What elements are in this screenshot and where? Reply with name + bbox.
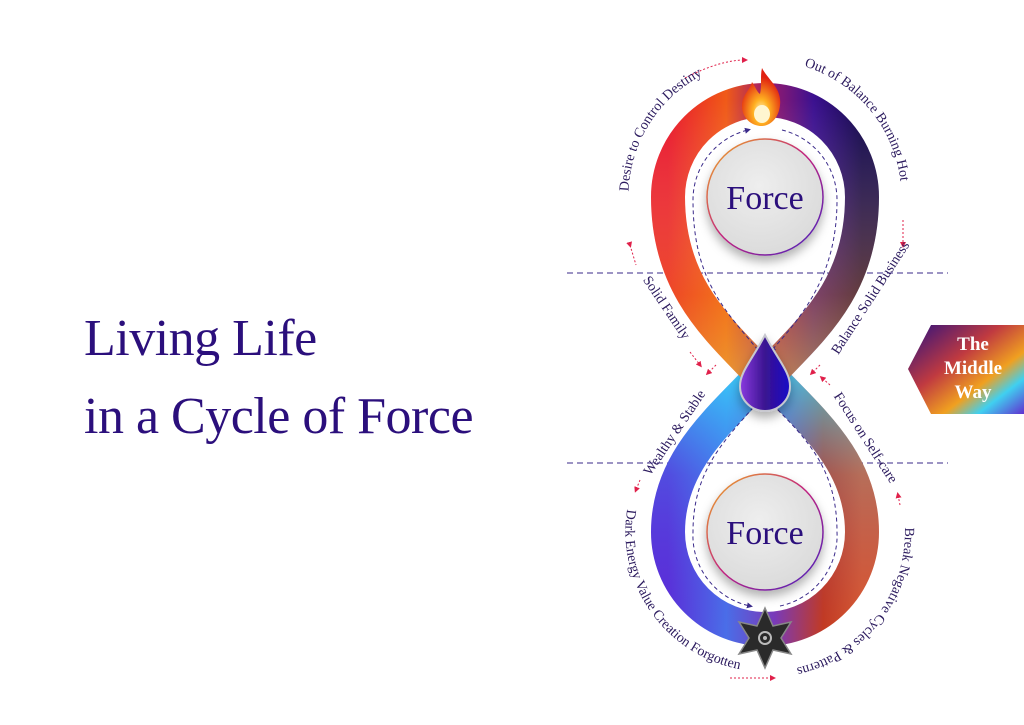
title-line-1: Living Life [84,310,317,367]
badge-line-2: Middle [944,358,1002,379]
outer-arrows [626,57,906,681]
force-label-top: Force [726,180,803,217]
shuriken-star-icon [737,606,793,670]
middle-way-badge: The Middle Way [908,325,1024,414]
water-drop-icon [738,332,792,412]
page-title: Living Life in a Cycle of Force [84,300,474,456]
badge-line-3: Way [955,382,992,403]
force-circle-bottom: Force [706,473,824,591]
flame-icon [741,68,781,126]
title-line-2: in a Cycle of Force [84,388,474,445]
badge-line-1: The [957,334,989,355]
flow-arrows [692,127,838,609]
force-circle-top: Force [706,138,824,256]
force-label-bottom: Force [726,515,803,552]
